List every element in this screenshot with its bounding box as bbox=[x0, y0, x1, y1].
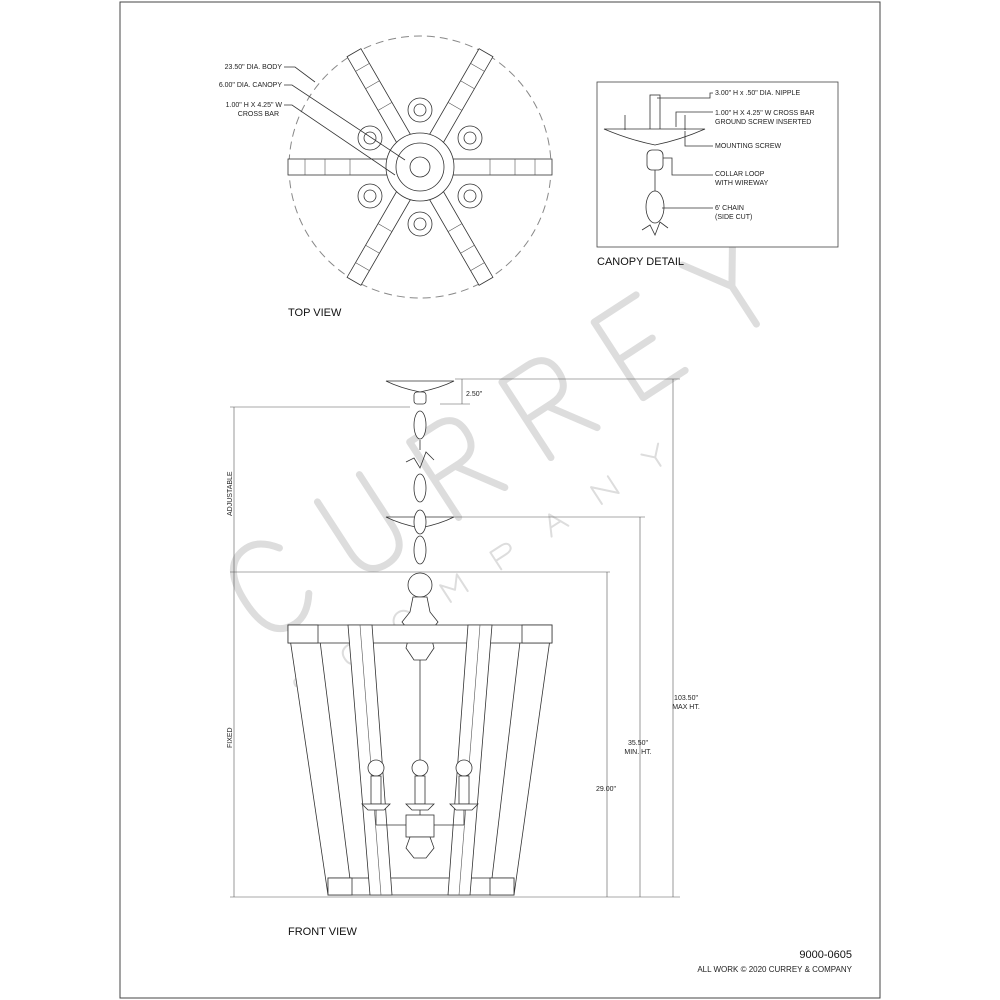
dim-fixed: FIXED bbox=[227, 727, 234, 748]
callout-chain: 6' CHAIN bbox=[715, 205, 744, 212]
dim-body-height: 29.00" bbox=[596, 786, 617, 793]
callout-ground-screw: GROUND SCREW INSERTED bbox=[715, 119, 811, 126]
callout-side-cut: (SIDE CUT) bbox=[715, 214, 752, 221]
copyright: ALL WORK © 2020 CURREY & COMPANY bbox=[697, 965, 852, 974]
callout-cross-bar: 1.00" H X 4.25" W bbox=[226, 102, 283, 109]
callout-collar-loop: COLLAR LOOP bbox=[715, 171, 765, 178]
canopy-detail-title: CANOPY DETAIL bbox=[597, 256, 684, 268]
dim-adjustable: ADJUSTABLE bbox=[227, 471, 234, 516]
candle-lights bbox=[361, 759, 479, 859]
dim-max-ht-label: MAX HT. bbox=[672, 704, 700, 711]
sheet-border bbox=[119, 1, 881, 999]
dim-max-ht-value: 103.50" bbox=[674, 695, 698, 702]
canopy-detail-box bbox=[596, 81, 839, 248]
rosettes bbox=[357, 97, 483, 237]
callout-wireway: WITH WIREWAY bbox=[715, 180, 769, 187]
arms bbox=[287, 48, 553, 286]
callout-mounting-screw: MOUNTING SCREW bbox=[715, 143, 782, 150]
model-number: 9000-0605 bbox=[799, 949, 852, 961]
dimension-lines bbox=[230, 378, 680, 898]
top-view-title: TOP VIEW bbox=[288, 307, 342, 319]
front-view-title: FRONT VIEW bbox=[288, 926, 357, 938]
chain bbox=[385, 410, 455, 598]
dim-min-ht-label: MIN. HT. bbox=[624, 749, 651, 756]
callout-nipple: 3.00" H x .50" DIA. NIPPLE bbox=[715, 90, 800, 97]
callout-cross-bar-2: CROSS BAR bbox=[238, 111, 279, 118]
canopy-detail-drawing bbox=[603, 92, 713, 236]
top-view-drawing bbox=[284, 35, 553, 299]
callout-canopy-diameter: 6.00" DIA. CANOPY bbox=[219, 82, 283, 89]
dim-canopy-height: 2.50" bbox=[466, 391, 483, 398]
front-view-drawing bbox=[287, 380, 553, 896]
callout-body-diameter: 23.50" DIA. BODY bbox=[225, 64, 283, 71]
callout-detail-cross-bar: 1.00" H X 4.25" W CROSS BAR bbox=[715, 110, 815, 117]
dim-min-ht-value: 35.50" bbox=[628, 740, 649, 747]
